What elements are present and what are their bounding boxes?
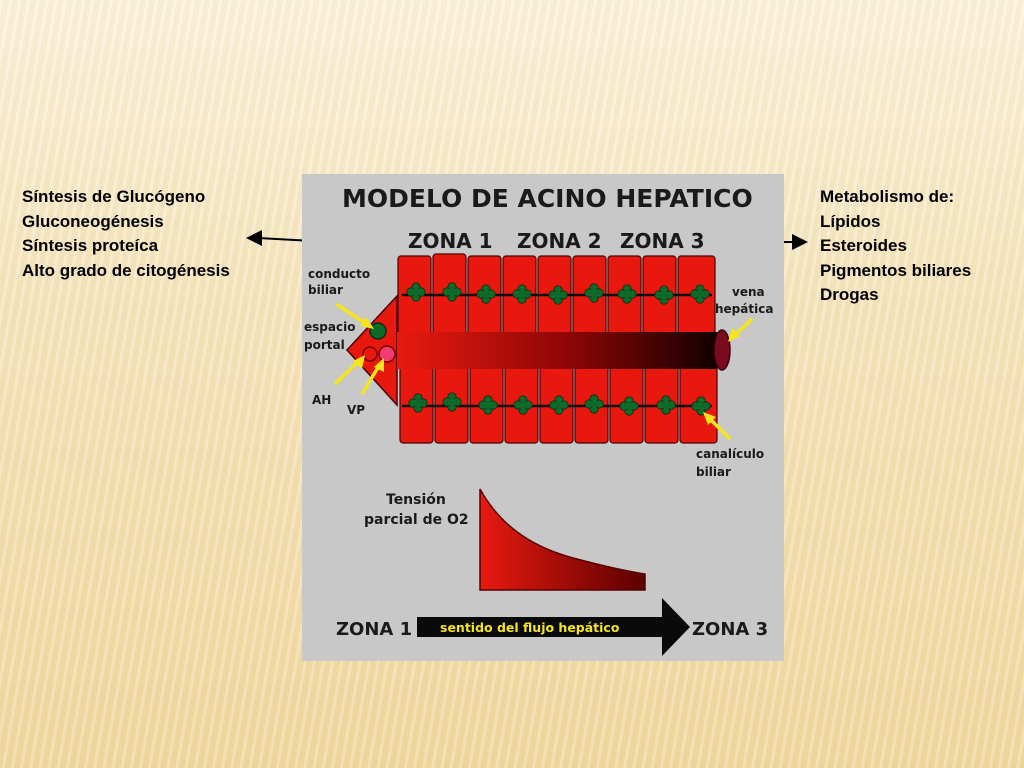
right-list-item: Lípidos [820, 211, 881, 231]
zone-label: ZONA 1 [408, 229, 493, 253]
flow-arrow [417, 598, 690, 656]
right-list-item: Drogas [820, 285, 879, 304]
left-list-item: Síntesis de Glucógeno [22, 187, 206, 206]
flow-end-label: ZONA 3 [692, 619, 768, 640]
hepatic-artery [362, 346, 378, 362]
left-list-item: Síntesis proteíca [22, 236, 159, 255]
flow-start-label: ZONA 1 [336, 619, 412, 640]
right-list-item: Pigmentos biliares [820, 260, 972, 280]
left-function-list: Síntesis de Glucógeno Gluconeogénesis Sí… [22, 185, 230, 283]
right-list-item: Metabolismo de: [820, 187, 955, 206]
right-function-list: Metabolismo de: Lípidos Esteroides Pigme… [820, 185, 971, 308]
bile-duct [369, 322, 387, 340]
canaliculi-top [406, 282, 710, 305]
central-vein [713, 329, 731, 371]
portal-vein [378, 345, 396, 363]
portal-vein-label: VP [347, 403, 365, 417]
central-vein-label: vena hepática [715, 285, 773, 316]
left-arrowhead [246, 230, 262, 246]
left-list-item: Alto grado de citogénesis [22, 260, 230, 280]
o2-tension-curve [479, 488, 646, 591]
flow-text: sentido del flujo hepático [440, 620, 620, 635]
zone-label: ZONA 3 [620, 229, 705, 253]
canaliculus-label: canalículo biliar [696, 447, 768, 479]
acinus-diagram: MODELO DE ACINO HEPATICO ZONA 1 ZONA 2 Z… [302, 174, 784, 661]
hepatic-artery-label: AH [312, 393, 331, 407]
right-arrowhead [792, 234, 808, 250]
hepatocyte-row-bottom [399, 364, 718, 444]
zone-label: ZONA 2 [517, 229, 602, 253]
right-list-item: Esteroides [820, 236, 907, 255]
tension-label: Tensión parcial de O2 [364, 492, 469, 528]
portal-space-label: espacio portal [304, 320, 360, 352]
sinusoid-channel [397, 332, 717, 369]
bile-duct-label: conducto biliar [308, 267, 374, 297]
diagram-title: MODELO DE ACINO HEPATICO [342, 184, 753, 213]
left-list-item: Gluconeogénesis [22, 211, 164, 231]
pointer-arrows [333, 302, 754, 441]
